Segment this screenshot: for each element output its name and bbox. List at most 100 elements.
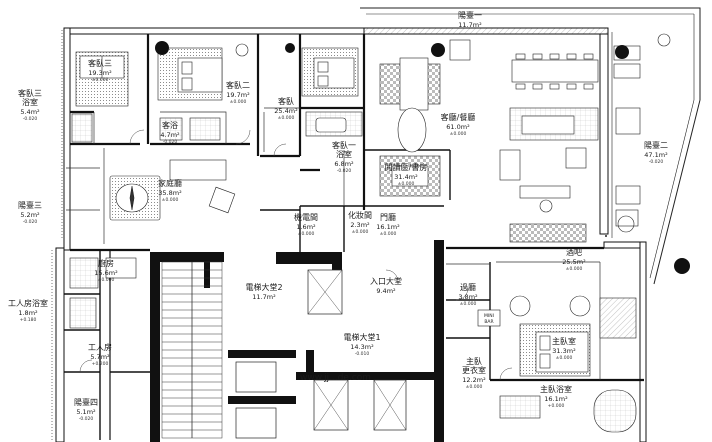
interior-walls bbox=[64, 34, 644, 440]
room-name: 廚房 bbox=[98, 258, 114, 268]
room-level: -0.020 bbox=[23, 116, 38, 122]
room-level: ±0.000 bbox=[298, 231, 315, 237]
room-name: 客臥 bbox=[278, 96, 294, 106]
planters bbox=[155, 41, 690, 274]
room-level: ±0.000 bbox=[230, 99, 247, 105]
room-name: 客臥一 bbox=[332, 140, 356, 150]
room-level: -0.020 bbox=[163, 139, 178, 145]
room-name: 主臥浴室 bbox=[540, 384, 572, 394]
room-name: 過廳 bbox=[460, 282, 476, 292]
svg-text:MINI: MINI bbox=[484, 313, 494, 319]
room-name: 客浴 bbox=[162, 120, 178, 130]
room-name: 陽臺四 bbox=[74, 397, 98, 407]
room-level: ±0.000 bbox=[98, 277, 115, 283]
room-area: 14.3m² bbox=[350, 343, 374, 351]
room-area: 16.1m² bbox=[376, 223, 400, 231]
room-level: +0.000 bbox=[548, 403, 565, 409]
room-area: 9.4m² bbox=[376, 287, 396, 295]
room-level: ±0.000 bbox=[380, 231, 397, 237]
door-swings bbox=[79, 129, 513, 381]
room-name: 機電間 bbox=[294, 212, 318, 222]
room-level: ±0.000 bbox=[398, 181, 415, 187]
room-area: 1.6m² bbox=[296, 223, 316, 231]
room-area: 31.3m² bbox=[552, 347, 576, 355]
room-area: 5.7m² bbox=[90, 353, 110, 361]
room-name: 客臥三 bbox=[88, 58, 112, 68]
partitions bbox=[66, 107, 601, 380]
room-level: -0.010 bbox=[355, 351, 370, 357]
room-level: -0.020 bbox=[337, 168, 352, 174]
room-area: 31.4m² bbox=[394, 173, 418, 181]
stair bbox=[161, 261, 223, 439]
room-name: 浴室 bbox=[336, 149, 352, 159]
room-level: +0.200 bbox=[92, 361, 109, 367]
room-level: -0.020 bbox=[79, 416, 94, 422]
room-level: ±0.000 bbox=[566, 266, 583, 272]
room-area: 25.4m² bbox=[274, 107, 298, 115]
room-area: 15.6m² bbox=[94, 269, 118, 277]
room-level: ±0.000 bbox=[556, 355, 573, 361]
mini-bar-sign: MINI BAR bbox=[477, 309, 501, 327]
room-level: ±0.000 bbox=[460, 301, 477, 307]
room-area: 5.2m² bbox=[20, 211, 40, 219]
room-area: 11.7m² bbox=[252, 293, 276, 301]
room-level: ±0.000 bbox=[466, 384, 483, 390]
room-name: 工人房 bbox=[88, 342, 112, 352]
room-labels: 陽臺一11.7m²客臥三19.3m²±0.000客臥三浴室5.4m²-0.020… bbox=[8, 10, 668, 422]
exterior-walls bbox=[55, 27, 647, 442]
room-area: 11.7m² bbox=[458, 21, 482, 29]
room-area: 47.1m² bbox=[644, 151, 668, 159]
room-area: 25.5m² bbox=[562, 258, 586, 266]
room-name: 化妝間 bbox=[348, 210, 372, 220]
room-level: +0.180 bbox=[20, 317, 37, 323]
room-name: 主臥室 bbox=[552, 336, 576, 346]
room-name: 酒吧 bbox=[566, 248, 582, 257]
furniture bbox=[69, 39, 641, 433]
room-name: 陽臺三 bbox=[18, 200, 42, 210]
room-label-corridor: 過廳3.8m²±0.000 bbox=[458, 282, 478, 307]
room-level: ±0.000 bbox=[450, 131, 467, 137]
room-label-guest-bath: 客浴4.7m²-0.020 bbox=[160, 120, 180, 145]
plants bbox=[235, 33, 671, 233]
room-area: 19.7m² bbox=[226, 91, 250, 99]
room-level: ±0.000 bbox=[352, 229, 369, 235]
elevator-core bbox=[150, 240, 444, 442]
room-name: 電梯大堂2 bbox=[245, 282, 282, 292]
room-name: 浴室 bbox=[22, 97, 38, 107]
watermark-text: www.jj...de.com bbox=[300, 373, 371, 383]
room-level: -0.020 bbox=[23, 219, 38, 225]
room-area: 2.3m² bbox=[350, 221, 370, 229]
room-area: 4.7m² bbox=[160, 131, 180, 139]
room-level: ±0.000 bbox=[162, 197, 179, 203]
room-level: ±0.000 bbox=[278, 115, 295, 121]
room-area: 3.8m² bbox=[458, 293, 478, 301]
room-name: 陽臺二 bbox=[644, 140, 668, 150]
room-area: 1.8m² bbox=[18, 309, 38, 317]
room-area: 16.1m² bbox=[544, 395, 568, 403]
room-name: 家庭廳 bbox=[158, 178, 182, 188]
room-name: 入口大堂 bbox=[370, 276, 402, 286]
